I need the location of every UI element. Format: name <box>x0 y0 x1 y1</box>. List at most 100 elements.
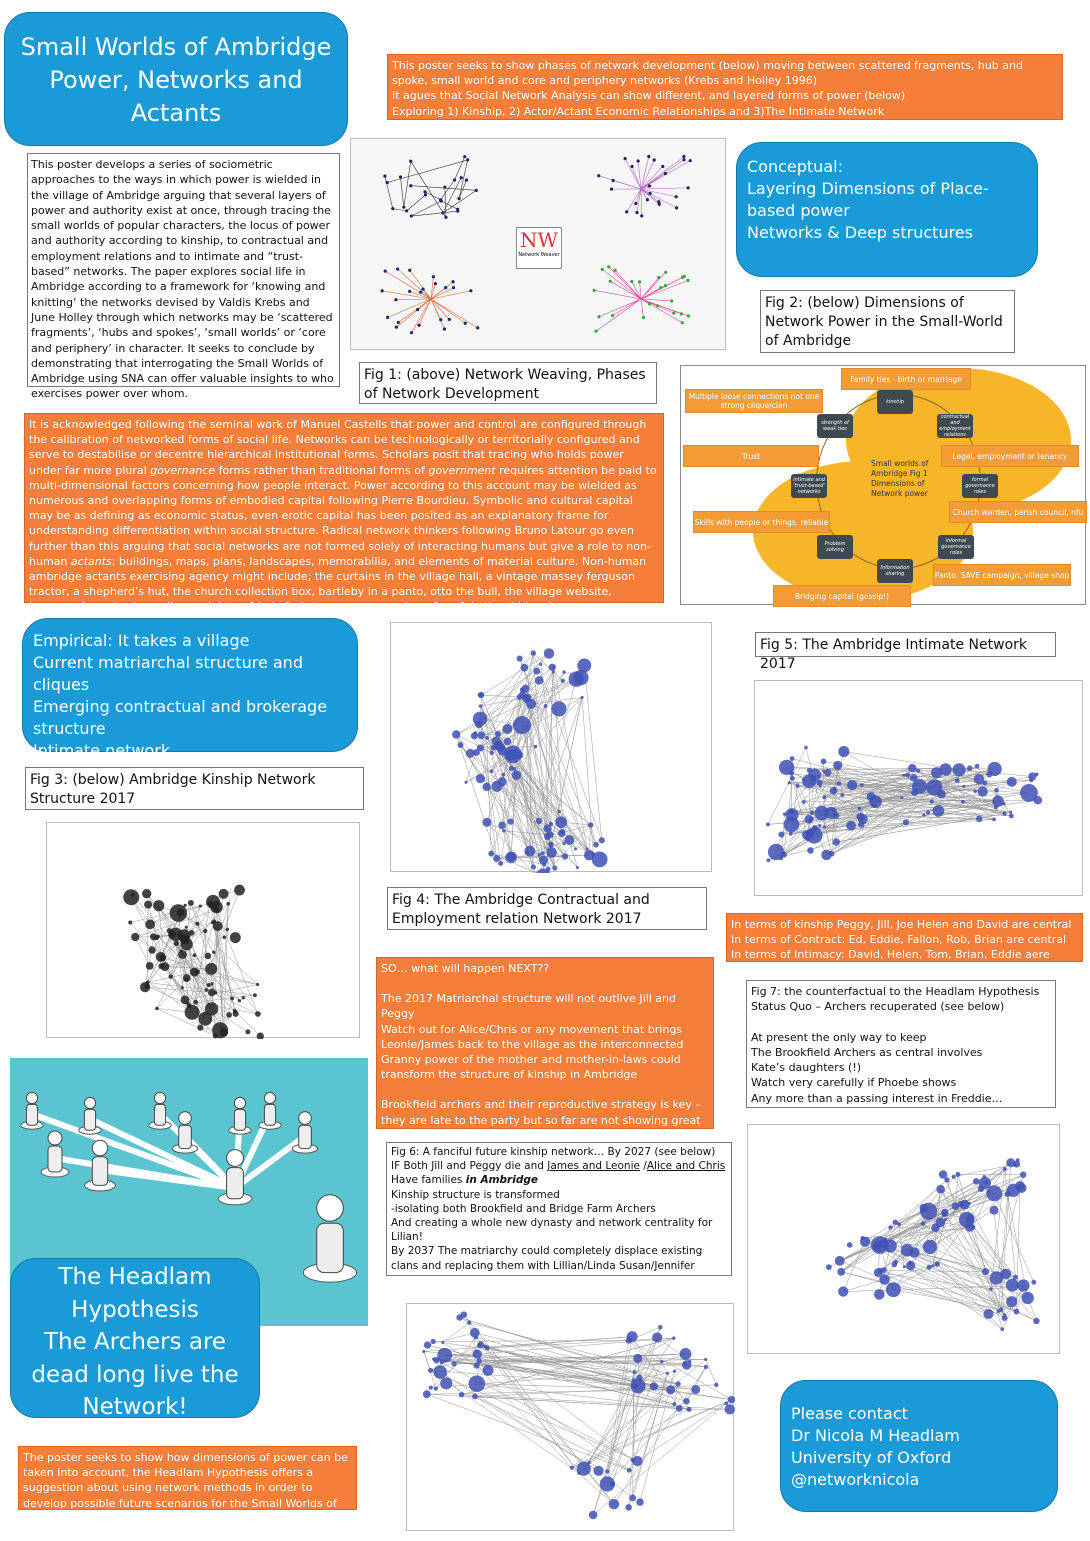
network-node <box>766 858 771 863</box>
network-edge <box>395 298 432 301</box>
logo-text: Network Weaver <box>518 252 560 258</box>
network-edge <box>423 1351 431 1371</box>
network-edge <box>890 1219 967 1247</box>
network-node <box>672 1336 676 1340</box>
network-edge <box>640 272 666 300</box>
network-node <box>569 1465 574 1470</box>
network-node <box>551 701 567 717</box>
network-node <box>636 1498 644 1506</box>
network-node <box>1019 1171 1027 1179</box>
network-node <box>476 1358 482 1364</box>
network-node <box>952 763 966 777</box>
network-node <box>657 202 661 206</box>
network-edge <box>841 1271 1002 1310</box>
network-edge <box>529 697 583 852</box>
network-node <box>674 195 678 199</box>
network-node <box>611 178 615 183</box>
fig1-image: NW Network Weaver <box>350 138 726 350</box>
diagram-label: Skills with people or things, reliable <box>693 511 830 533</box>
network-edge <box>410 161 447 218</box>
network-node <box>398 175 403 179</box>
network-edge <box>444 1355 706 1360</box>
network-edge <box>584 665 603 841</box>
network-edge <box>937 1263 1003 1330</box>
fig5-caption: Fig 5: The Ambridge Intimate Network 201… <box>755 632 1056 672</box>
network-edge <box>147 981 193 1013</box>
network-node <box>609 187 614 191</box>
network-edge <box>208 984 233 999</box>
network-edge <box>640 156 650 190</box>
network-node <box>885 1282 901 1298</box>
summary-text: The poster seeks to show how dimensions … <box>23 1451 352 1525</box>
fig7-line: The Brookfield Archers as central involv… <box>751 1045 983 1059</box>
network-edge <box>612 298 642 316</box>
intro-line: This poster seeks to show phases of netw… <box>392 59 1023 88</box>
network-node <box>994 787 999 793</box>
next-box: SO… what will happen NEXT?? The 2017 Mat… <box>376 957 714 1142</box>
network-edge <box>486 737 588 849</box>
network-node <box>156 934 160 938</box>
network-edge <box>514 697 583 769</box>
network-node <box>881 1267 887 1273</box>
network-edge <box>624 158 642 190</box>
network-edge <box>474 1396 599 1472</box>
network-node <box>478 704 483 708</box>
network-node <box>442 327 447 331</box>
network-node <box>704 1357 708 1362</box>
network-node <box>663 283 667 288</box>
network-node <box>430 1338 436 1345</box>
network-edge <box>382 290 432 300</box>
network-node <box>922 1239 938 1255</box>
network-edge <box>442 1322 470 1343</box>
network-node <box>665 1371 669 1375</box>
diagram-node: strength of weak ties <box>817 414 853 438</box>
network-edge <box>940 1222 1005 1316</box>
network-edge <box>454 156 466 181</box>
network-node <box>452 730 461 739</box>
castells-text: forms rather than traditional forms of <box>215 463 429 477</box>
network-edge <box>768 800 999 861</box>
network-node <box>938 1170 948 1179</box>
network-node <box>396 267 400 271</box>
network-edge <box>922 1223 1012 1302</box>
network-node <box>931 767 943 779</box>
network-node <box>981 1268 990 1276</box>
network-node <box>936 1184 945 1194</box>
network-node <box>451 1361 457 1367</box>
diagram-node: informal governance roles <box>938 535 974 559</box>
diagram-node: Problem solving <box>817 535 853 559</box>
conceptual-line: Conceptual: <box>747 157 843 176</box>
network-node <box>396 320 400 325</box>
network-edge <box>581 697 594 855</box>
network-node <box>977 786 988 797</box>
network-node <box>1000 1268 1012 1280</box>
network-node <box>714 1382 719 1387</box>
network-node <box>204 988 209 992</box>
network-node <box>765 822 770 827</box>
network-node <box>691 1384 701 1394</box>
network-node <box>212 921 223 932</box>
network-node <box>680 321 684 325</box>
network-node <box>583 849 595 861</box>
network-node <box>982 780 988 786</box>
network-node <box>973 789 978 794</box>
network-node <box>473 1362 480 1369</box>
network-node <box>625 1337 632 1344</box>
network-edge <box>156 1008 216 1037</box>
network-node <box>818 824 822 828</box>
centrality-box: In terms of kinship Peggy, Jill, Joe Hel… <box>726 913 1083 977</box>
network-node <box>193 999 199 1005</box>
network-node <box>1020 783 1038 802</box>
network-node <box>876 798 880 802</box>
network-edge <box>953 1176 1007 1275</box>
network-node <box>409 159 413 163</box>
network-node <box>225 927 230 932</box>
network-node <box>197 1024 204 1031</box>
network-edge <box>480 705 534 868</box>
network-edge <box>598 1470 633 1499</box>
network-node <box>428 1385 433 1390</box>
network-node <box>686 1406 692 1412</box>
network-node <box>789 756 795 761</box>
network-edge <box>178 913 190 1006</box>
network-edge <box>430 276 434 300</box>
